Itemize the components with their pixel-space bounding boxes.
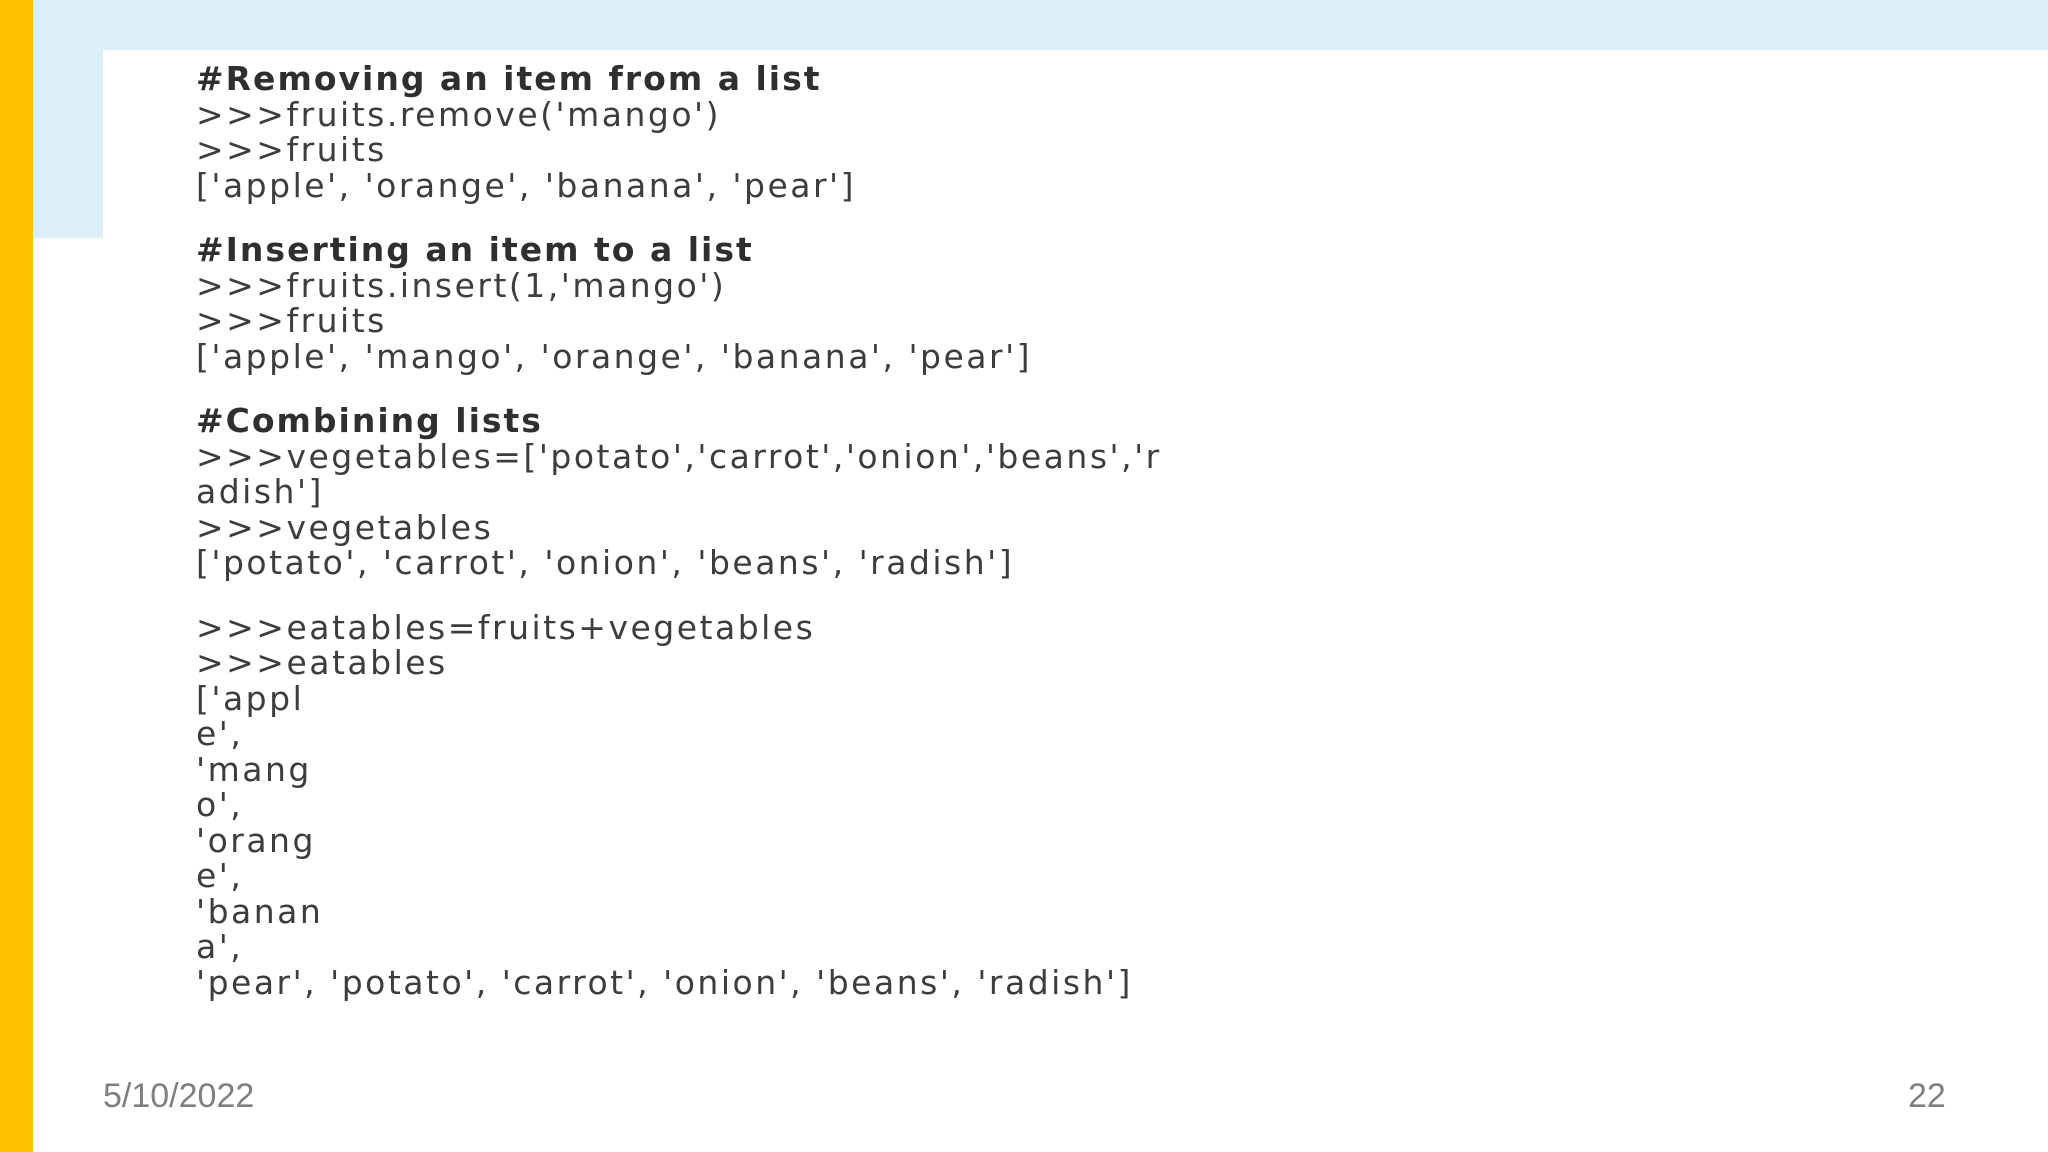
code-line: 'orang bbox=[196, 820, 316, 860]
slide-content: #Removing an item from a list >>>fruits.… bbox=[196, 61, 1836, 1029]
code-line: >>>eatables=fruits+vegetables bbox=[196, 607, 816, 647]
code-line: adish'] bbox=[196, 472, 324, 511]
footer-date: 5/10/2022 bbox=[103, 1077, 255, 1115]
corner-block bbox=[33, 50, 103, 238]
code-line: >>>fruits.remove('mango') bbox=[196, 94, 721, 134]
code-line: >>>vegetables bbox=[196, 507, 494, 547]
code-line: 'pear', 'potato', 'carrot', 'onion', 'be… bbox=[196, 962, 1133, 1002]
accent-bar bbox=[0, 0, 33, 1152]
code-line: ['potato', 'carrot', 'onion', 'beans', '… bbox=[196, 543, 1015, 582]
section-combine-lists: #Combining lists >>>vegetables=['potato'… bbox=[196, 403, 1836, 581]
code-line: ['apple', 'orange', 'banana', 'pear'] bbox=[196, 165, 856, 205]
code-line: e', bbox=[196, 856, 244, 895]
code-line: 'banan bbox=[196, 891, 324, 931]
section-remove-item: #Removing an item from a list >>>fruits.… bbox=[196, 61, 1836, 203]
code-line: >>>fruits bbox=[196, 301, 387, 340]
section-heading: #Combining lists bbox=[196, 401, 543, 440]
code-line: e', bbox=[196, 714, 244, 753]
section-insert-item: #Inserting an item to a list >>>fruits.i… bbox=[196, 232, 1836, 374]
code-line: >>>vegetables=['potato','carrot','onion'… bbox=[196, 436, 1162, 476]
section-heading: #Inserting an item to a list bbox=[196, 230, 754, 269]
top-band bbox=[33, 0, 2048, 50]
code-line: >>>eatables bbox=[196, 643, 448, 682]
section-heading: #Removing an item from a list bbox=[196, 59, 822, 98]
code-line: a', bbox=[196, 927, 244, 966]
code-line: >>>fruits.insert(1,'mango') bbox=[196, 265, 727, 305]
code-line: >>>fruits bbox=[196, 130, 387, 169]
code-line: ['apple', 'mango', 'orange', 'banana', '… bbox=[196, 336, 1033, 376]
code-line: o', bbox=[196, 785, 244, 824]
code-line: 'mang bbox=[196, 749, 312, 789]
page-number: 22 bbox=[1908, 1077, 1946, 1115]
code-line: ['appl bbox=[196, 678, 305, 718]
section-eatables: >>>eatables=fruits+vegetables >>>eatable… bbox=[196, 607, 1836, 1002]
